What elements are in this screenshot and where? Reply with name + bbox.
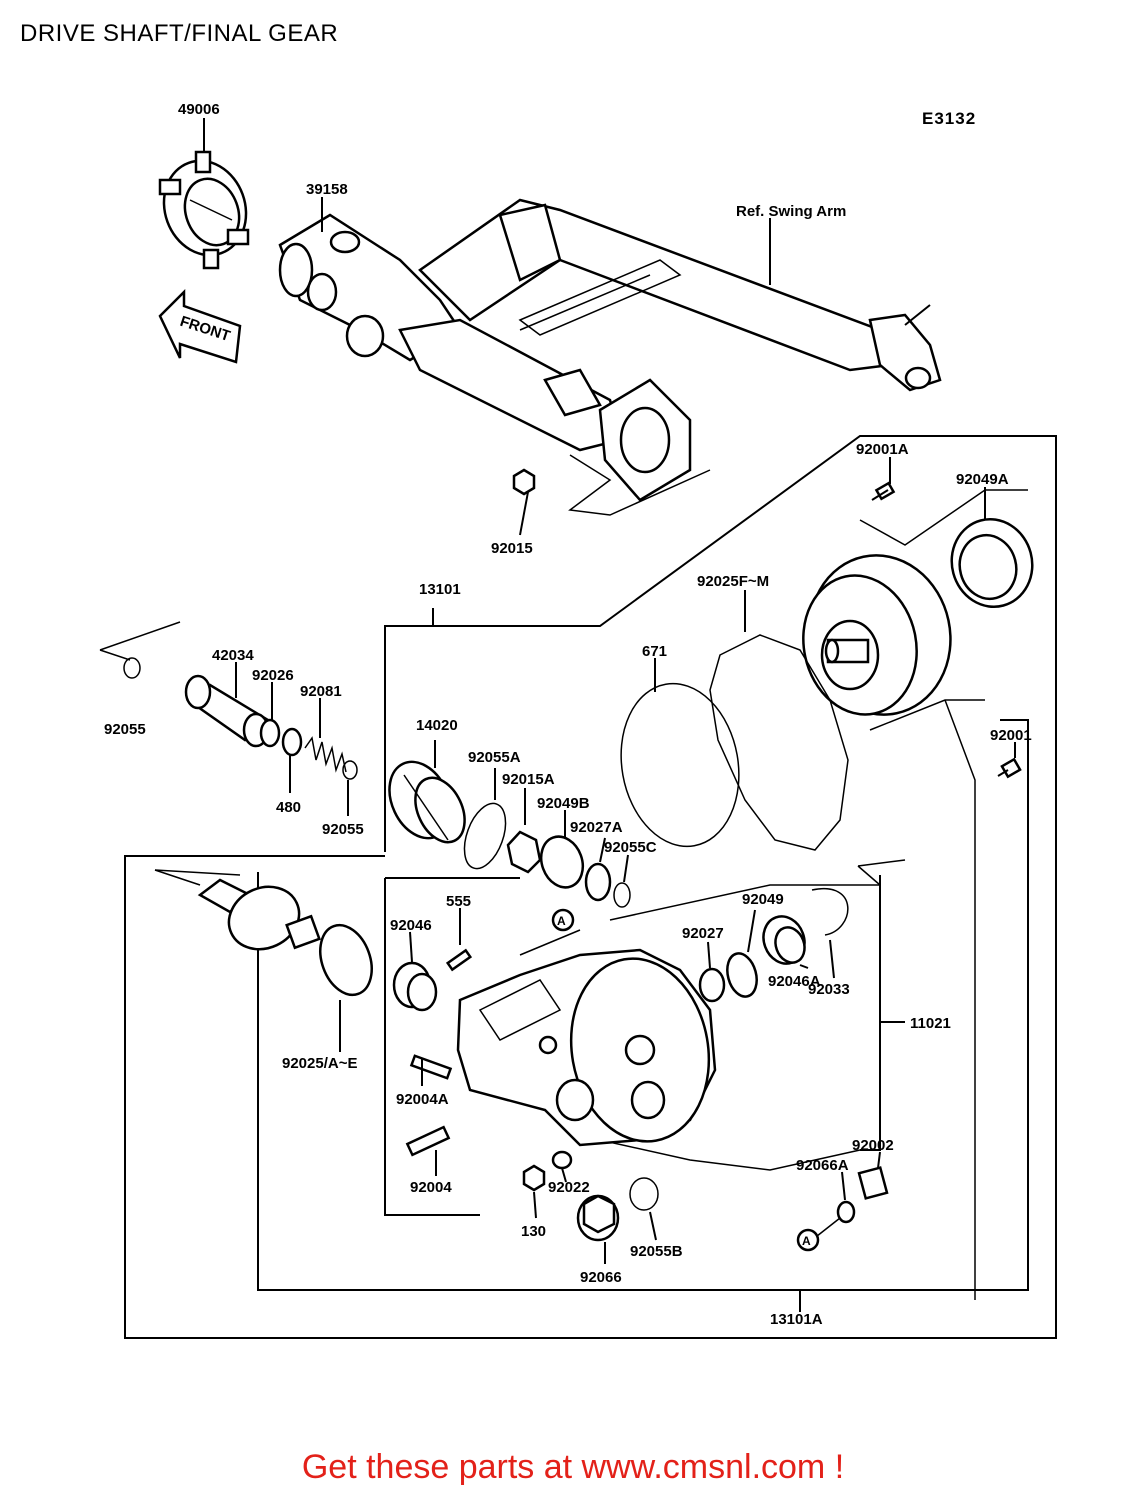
part-label-92004: 92004 [410,1179,452,1196]
o-ring-small-part-3 [613,882,631,908]
ref-swing-arm-label: Ref. Swing Arm [736,203,846,220]
nut-part-2 [506,830,542,874]
diagram-code: E3132 [922,109,976,128]
washer-part [259,718,281,748]
part-label-92055a: 92055A [468,749,521,766]
part-label-92049b: 92049B [537,795,590,812]
swing-arm-part [278,198,942,502]
front-arrow-icon: FRONT [158,288,242,364]
part-label-92027a: 92027A [570,819,623,836]
part-label-92046a: 92046A [768,973,821,990]
o-ring-part-3 [629,1177,659,1211]
ref-a-label-2: A [802,1234,811,1248]
o-ring-part [620,682,740,848]
bushing-part [184,674,271,748]
ring-gear-part [802,554,952,716]
filler-cap-part [576,1194,620,1242]
oil-seal-part [950,518,1034,608]
needle-bearing-part-2 [762,915,806,965]
gasket-part [551,1150,573,1170]
ref-a-circle [551,908,575,932]
footer-banner[interactable]: Get these parts at www.cmsnl.com ! [301,1448,845,1486]
part-label-92049a: 92049A [956,471,1009,488]
oil-seal-part-2 [726,952,758,998]
drain-bolt-part [522,1164,546,1192]
part-label-92081: 92081 [300,683,342,700]
part-label-92055-right: 92055 [322,821,364,838]
part-label-92055c: 92055C [604,839,657,856]
part-label-92015a: 92015A [502,771,555,788]
universal-joint-part [158,150,250,270]
part-label-555: 555 [446,893,471,910]
part-label-39158: 39158 [306,181,348,198]
part-label-14020: 14020 [416,717,458,734]
part-label-13101a: 13101A [770,1311,823,1328]
part-label-49006: 49006 [178,101,220,118]
bearing-part [539,835,585,889]
spring-part [304,736,347,773]
part-label-92015: 92015 [491,540,533,557]
part-label-42034: 42034 [212,647,254,664]
part-label-92066a: 92066A [796,1157,849,1174]
part-label-11021: 11021 [910,1015,951,1032]
drive-pinion-part [197,878,321,951]
part-label-92025f-m: 92025F~M [697,573,769,590]
part-label-480: 480 [276,799,301,816]
part-label-130: 130 [521,1223,546,1240]
part-label-92027: 92027 [682,925,724,942]
part-label-92033: 92033 [808,981,850,998]
o-ring-small-part-2 [342,760,358,780]
part-label-92066: 92066 [580,1269,622,1286]
ref-a-circle-2 [796,1228,820,1252]
plug-part [857,1166,889,1200]
part-label-671: 671 [642,643,667,660]
exploded-parts-diagram: E3132 FRONT [99,101,1057,1339]
ref-a-label: A [557,914,566,928]
shim-ring-part [319,923,373,997]
part-label-92049: 92049 [742,891,784,908]
spacer-part [584,862,612,902]
part-label-92055b: 92055B [630,1243,683,1260]
part-label-92001: 92001 [990,727,1032,744]
part-label-92055-left: 92055 [104,721,146,738]
part-label-92025-a-e: 92025/A~E [282,1055,357,1072]
part-label-13101: 13101 [419,581,461,598]
bolt-part-2 [997,757,1022,779]
assembly-frame-lines [99,435,1057,1339]
bolt-part [871,481,896,501]
shim-part [709,634,849,851]
stud-part-2 [405,1125,451,1157]
part-label-92001a: 92001A [856,441,909,458]
circlip-part-2 [811,887,849,936]
circlip-part [281,727,303,757]
part-label-92002: 92002 [852,1137,894,1154]
stud-part [409,1054,453,1080]
part-label-92046: 92046 [390,917,432,934]
part-label-92026: 92026 [252,667,294,684]
spacer-part-2 [698,967,726,1003]
spacer-part-3 [836,1200,856,1224]
gear-case-part [456,948,717,1147]
needle-bearing-part [392,961,438,1012]
part-label-92004a: 92004A [396,1091,449,1108]
nut-part [512,468,536,496]
part-label-92022: 92022 [548,1179,590,1196]
o-ring-small-part [123,657,141,679]
part-labels: 49006 39158 92015 13101 92001A 92049A 92… [104,101,1032,1328]
o-ring-part-2 [463,802,507,870]
pin-part [445,948,473,972]
page-title: DRIVE SHAFT/FINAL GEAR [20,20,339,47]
bearing-housing-part [388,760,466,844]
